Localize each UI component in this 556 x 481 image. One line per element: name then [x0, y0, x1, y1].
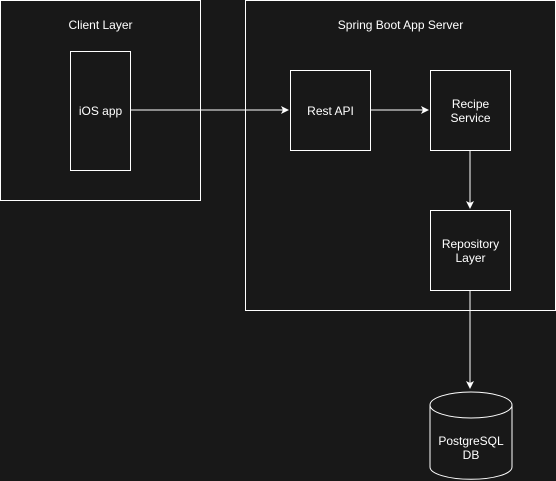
node-postgres-db-label: PostgreSQL DB [430, 434, 512, 462]
node-repository-layer-line1: Repository [441, 236, 500, 251]
node-rest-api-label: Rest API [307, 103, 354, 118]
client-layer-group [0, 0, 201, 201]
node-repository-layer: Repository Layer [430, 210, 511, 291]
node-ios-app-label: iOS app [78, 104, 123, 118]
node-rest-api: Rest API [290, 70, 371, 151]
node-recipe-service-line2: Service [450, 110, 491, 125]
node-recipe-service-label: Recipe Service [431, 97, 510, 125]
node-repository-layer-label: Repository Layer [431, 237, 510, 265]
node-postgres-db-line2: DB [462, 448, 480, 462]
node-ios-app: iOS app [70, 51, 131, 171]
postgres-db-cylinder [429, 391, 513, 480]
node-postgres-db-line1: PostgreSQL [438, 434, 504, 448]
node-recipe-service-line1: Recipe [451, 96, 490, 111]
node-recipe-service: Recipe Service [430, 70, 511, 151]
node-repository-layer-line2: Layer [455, 250, 486, 265]
app-server-title: Spring Boot App Server [337, 18, 464, 32]
client-layer-title: Client Layer [68, 18, 133, 32]
